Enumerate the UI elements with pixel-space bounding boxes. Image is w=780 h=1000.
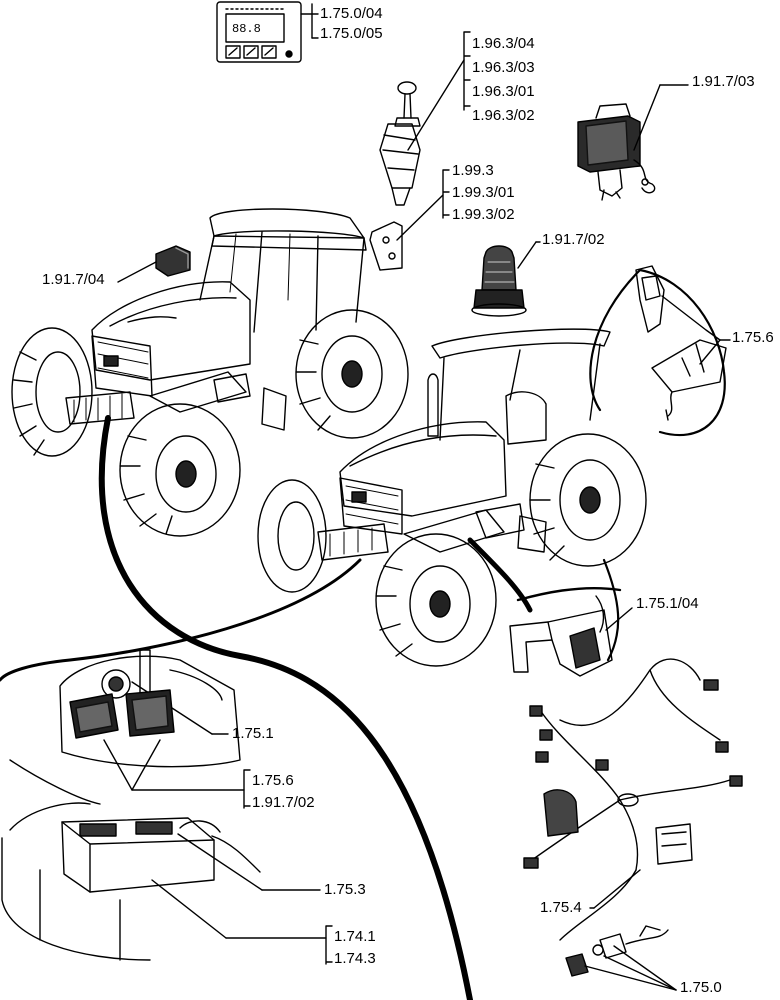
callout-battery: 1.74.1 1.74.3: [334, 926, 376, 970]
control-lever: [379, 81, 421, 206]
callout-text: 1.75.6: [252, 772, 294, 789]
callout-text: 1.96.3/04: [472, 35, 535, 52]
callout-work-lamp: 1.91.7/03: [692, 73, 755, 90]
callout-text: 1.74.1: [334, 928, 376, 945]
callout-control-lever: 1.96.3/04 1.96.3/03 1.96.3/01 1.96.3/02: [472, 32, 535, 128]
mounting-bracket: [369, 221, 403, 271]
callout-relay-bracket: 1.75.1/04: [636, 595, 699, 612]
callout-sensor: 1.75.0: [680, 979, 722, 996]
callout-text: 1.99.3/01: [452, 184, 515, 201]
battery: [1, 802, 261, 961]
callout-text: 1.99.3/02: [452, 206, 515, 223]
callout-harness: 1.75.4: [540, 899, 582, 916]
callout-beacon: 1.91.7/02: [542, 231, 605, 248]
callout-plate-bracket: 1.75.6: [732, 329, 774, 346]
sensor: [565, 925, 669, 977]
callout-text: 1.96.3/02: [472, 107, 535, 124]
display-panel: 88.8: [216, 1, 302, 63]
callout-text: 1.75.0/04: [320, 5, 383, 22]
plate-bracket: [635, 265, 727, 421]
relay-bracket: [509, 595, 613, 677]
work-lamp: [577, 103, 656, 201]
callout-text: 1.91.7/02: [252, 794, 315, 811]
callout-side-lamp: 1.91.7/04: [42, 271, 105, 288]
rotating-beacon: [471, 245, 527, 317]
callout-text: 1.96.3/03: [472, 59, 535, 76]
callout-bracket: 1.99.3 1.99.3/01 1.99.3/02: [452, 160, 515, 226]
callout-headlamps: 1.75.6 1.91.7/02: [252, 770, 315, 814]
callout-battery-clamp: 1.75.3: [324, 881, 366, 898]
display-readout: 88.8: [232, 22, 261, 36]
cab-tractor: [11, 208, 409, 537]
wiring-harness: [523, 658, 743, 941]
callout-text: 1.99.3: [452, 162, 494, 179]
side-lamp: [155, 245, 191, 277]
canopy-tractor: [257, 328, 647, 667]
headlamps: [59, 655, 241, 768]
callout-display-panel: 1.75.0/04 1.75.0/05: [320, 4, 383, 44]
callout-text: 1.75.0/05: [320, 25, 383, 42]
callout-text: 1.96.3/01: [472, 83, 535, 100]
callout-horn: 1.75.1: [232, 725, 274, 742]
callout-text: 1.74.3: [334, 950, 376, 967]
